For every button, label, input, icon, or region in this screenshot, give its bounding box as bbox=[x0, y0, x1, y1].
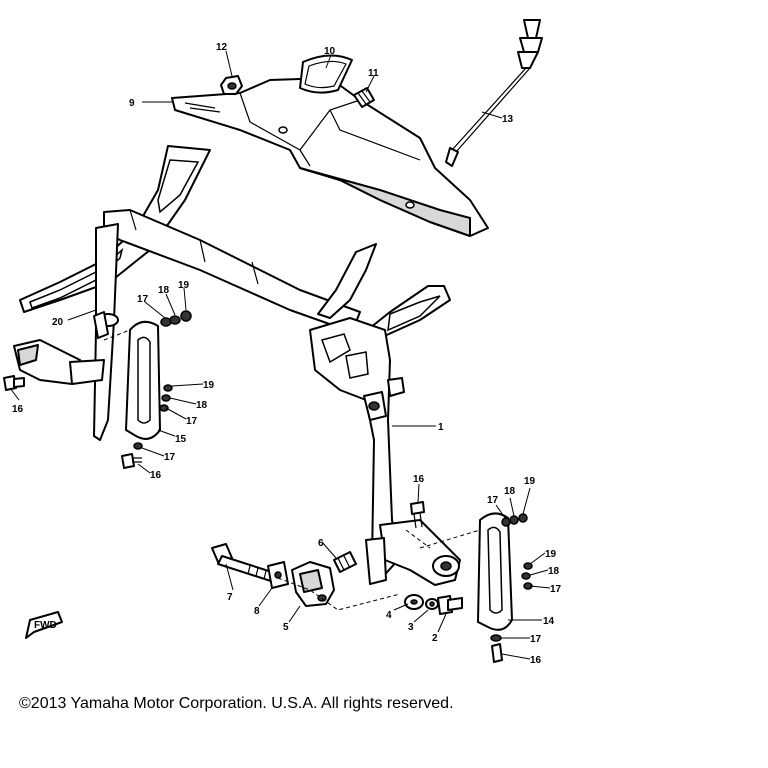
slotted-plate-left-part bbox=[125, 320, 161, 440]
fwd-marker: FWD bbox=[25, 611, 63, 639]
assembly-lines bbox=[103, 329, 481, 611]
steering-frame-part bbox=[13, 145, 461, 586]
callout-17: 17 bbox=[530, 634, 542, 645]
callout-5: 5 bbox=[283, 622, 289, 633]
callout-12: 12 bbox=[216, 42, 228, 53]
fwd-text: FWD bbox=[34, 620, 57, 631]
pin-part bbox=[93, 311, 109, 339]
dash-cover-part bbox=[171, 77, 489, 237]
emblem-part bbox=[299, 54, 353, 94]
callout-11: 11 bbox=[368, 68, 379, 79]
callout-19: 19 bbox=[203, 380, 215, 391]
callout-numbers: 9 10 11 12 13 20 17 18 19 16 19 18 17 15… bbox=[12, 42, 562, 666]
nut-part bbox=[220, 75, 243, 95]
callout-18: 18 bbox=[196, 400, 208, 411]
callout-16: 16 bbox=[530, 655, 542, 666]
long-bolt-part bbox=[211, 543, 279, 583]
washer-part bbox=[267, 561, 289, 589]
cable-knob-part bbox=[445, 19, 543, 167]
callout-2: 2 bbox=[432, 633, 438, 644]
callout-17: 17 bbox=[164, 452, 176, 463]
spring-part bbox=[353, 87, 375, 108]
callout-19: 19 bbox=[524, 476, 536, 487]
callout-6: 6 bbox=[318, 538, 324, 549]
screw-part bbox=[333, 551, 357, 573]
callout-10: 10 bbox=[324, 46, 336, 57]
callout-16: 16 bbox=[150, 470, 162, 481]
callout-13: 13 bbox=[502, 114, 514, 125]
leader-lines bbox=[9, 50, 551, 660]
callout-19: 19 bbox=[545, 549, 557, 560]
callout-17: 17 bbox=[186, 416, 198, 427]
callout-16: 16 bbox=[413, 474, 425, 485]
callout-18: 18 bbox=[158, 285, 170, 296]
callout-7: 7 bbox=[227, 592, 233, 603]
callout-19: 19 bbox=[178, 280, 190, 291]
spring-washer-part bbox=[425, 598, 439, 610]
callout-18: 18 bbox=[504, 486, 516, 497]
callout-1: 1 bbox=[438, 422, 444, 433]
callout-17: 17 bbox=[487, 495, 499, 506]
slotted-plate-right-part bbox=[477, 512, 513, 631]
callout-17: 17 bbox=[137, 294, 149, 305]
callout-3: 3 bbox=[408, 622, 414, 633]
callout-9: 9 bbox=[129, 98, 135, 109]
callout-17: 17 bbox=[550, 584, 562, 595]
bracket-part bbox=[291, 561, 335, 607]
callout-14: 14 bbox=[543, 616, 555, 627]
callout-20: 20 bbox=[52, 317, 64, 328]
washer-4-part bbox=[404, 594, 424, 610]
callout-8: 8 bbox=[254, 606, 260, 617]
callout-15: 15 bbox=[175, 434, 187, 445]
callout-16: 16 bbox=[12, 404, 24, 415]
callout-4: 4 bbox=[386, 610, 392, 621]
bolt-2-part bbox=[437, 595, 463, 615]
copyright-notice: ©2013 Yamaha Motor Corporation. U.S.A. A… bbox=[19, 695, 454, 712]
callout-18: 18 bbox=[548, 566, 560, 577]
